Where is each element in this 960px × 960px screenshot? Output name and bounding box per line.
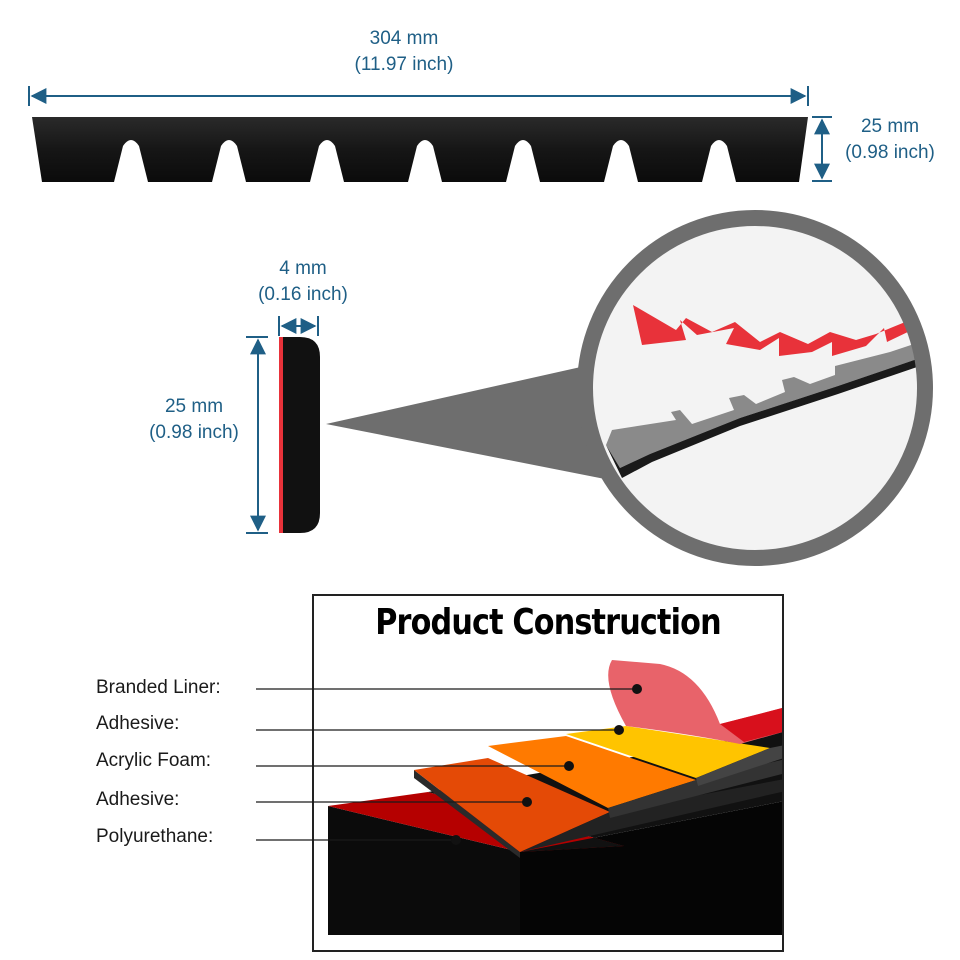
length-imperial: (11.97 inch) xyxy=(354,54,454,75)
length-dimension-label: 304 mm (11.97 inch) xyxy=(304,26,504,78)
layer-adhesive-upper xyxy=(566,726,770,778)
magnified-detail-circle xyxy=(577,210,933,566)
thickness-dimension-label: 4 mm (0.16 inch) xyxy=(241,256,365,308)
side-width-dimension-line xyxy=(246,336,268,534)
label-adhesive-upper: Adhesive: xyxy=(96,713,180,734)
strip-cross-section xyxy=(279,337,320,533)
liner-strip-red xyxy=(720,708,782,742)
label-adhesive-lower: Adhesive: xyxy=(96,789,180,810)
callout-pointer xyxy=(326,360,612,480)
thickness-imperial: (0.16 inch) xyxy=(258,284,348,305)
thickness-metric: 4 mm xyxy=(279,258,327,279)
side-width-imperial: (0.98 inch) xyxy=(149,422,239,443)
side-width-metric: 25 mm xyxy=(164,396,224,417)
width-imperial: (0.98 inch) xyxy=(845,142,935,163)
width-metric: 25 mm xyxy=(860,116,920,137)
layer-adhesive-lower xyxy=(414,758,610,852)
deflector-strip xyxy=(32,117,808,182)
length-metric: 304 mm xyxy=(369,28,439,49)
leader-lines xyxy=(256,684,642,845)
width-dimension-label: 25 mm (0.98 inch) xyxy=(828,114,952,166)
acrylic-foam-edge xyxy=(608,759,782,818)
adhesive-upper-edge xyxy=(696,745,782,786)
thickness-dimension-line xyxy=(278,316,319,336)
length-dimension-line xyxy=(28,86,809,106)
layer-acrylic-foam xyxy=(488,736,696,808)
base-block-side xyxy=(328,806,520,935)
layer-adhesive-lower-side xyxy=(414,770,520,858)
label-branded-liner: Branded Liner: xyxy=(96,677,221,698)
side-width-dimension-label: 25 mm (0.98 inch) xyxy=(132,394,256,446)
width-dimension-line xyxy=(812,116,832,182)
label-acrylic-foam: Acrylic Foam: xyxy=(96,750,212,771)
construction-title: Product Construction xyxy=(375,602,721,643)
base-block-front xyxy=(520,801,782,935)
adhesive-lower-edge xyxy=(520,779,782,852)
label-polyurethane: Polyurethane: xyxy=(96,826,214,847)
